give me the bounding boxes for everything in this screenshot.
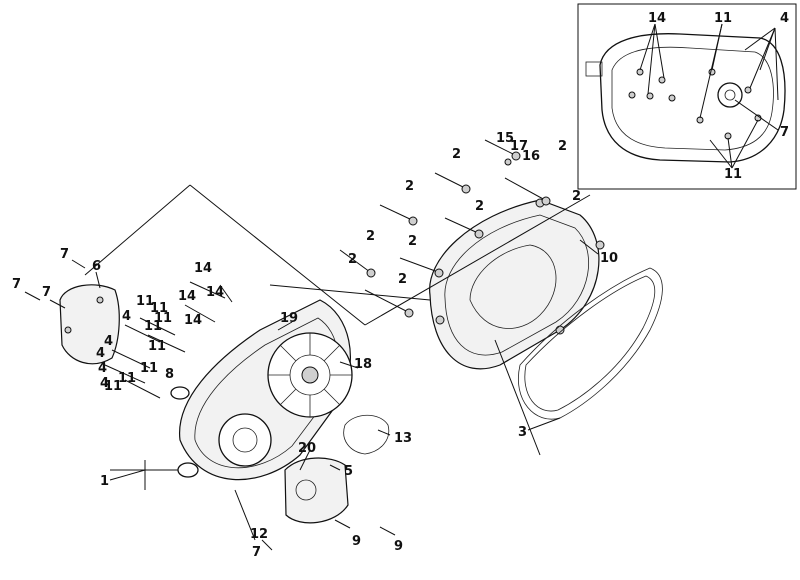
callout-2: 2 <box>558 139 567 154</box>
outer-cover <box>429 198 605 370</box>
callout-2: 2 <box>475 199 484 214</box>
callout-4: 4 <box>96 346 105 361</box>
inner-cover-assembly <box>177 299 353 481</box>
small-gasket <box>343 414 390 455</box>
cover-gasket <box>518 267 663 420</box>
cover-bolts <box>339 139 551 318</box>
small-cover <box>284 457 349 524</box>
callout-4: 4 <box>104 334 113 349</box>
callout-11: 11 <box>154 311 172 326</box>
callout-9: 9 <box>352 534 361 549</box>
callout-2: 2 <box>572 189 581 204</box>
callout-16: 16 <box>522 149 540 164</box>
callout-11: 11 <box>144 319 162 334</box>
callout-14: 14 <box>648 11 666 26</box>
callout-14: 14 <box>206 285 224 300</box>
left-bolts <box>24 259 396 551</box>
callout-11: 11 <box>140 361 158 376</box>
callout-11: 11 <box>136 294 154 309</box>
callout-2: 2 <box>408 234 417 249</box>
callout-2: 2 <box>452 147 461 162</box>
callout-7: 7 <box>60 247 69 262</box>
callout-11: 11 <box>118 371 136 386</box>
callout-8: 8 <box>165 367 174 382</box>
callout-14: 14 <box>194 261 212 276</box>
callout-13: 13 <box>394 431 412 446</box>
callout-11: 11 <box>148 339 166 354</box>
callout-2: 2 <box>405 179 414 194</box>
callout-14: 14 <box>178 289 196 304</box>
callout-7: 7 <box>12 277 21 292</box>
callout-1: 1 <box>100 474 109 489</box>
callout-5: 5 <box>344 464 353 479</box>
callout-3: 3 <box>518 425 527 440</box>
callout-17: 17 <box>510 139 528 154</box>
callout-14: 14 <box>184 313 202 328</box>
callout-2: 2 <box>348 252 357 267</box>
inset-hub <box>717 82 743 108</box>
callout-6: 6 <box>92 259 101 274</box>
callout-4: 4 <box>100 376 109 391</box>
callout-18: 18 <box>354 357 372 372</box>
callout-12: 12 <box>250 527 268 542</box>
callout-7: 7 <box>780 125 789 140</box>
callout-labels: 1 2 2 2 2 2 2 2 2 2 3 4 4 4 4 4 5 6 7 7 … <box>12 131 618 560</box>
callout-2: 2 <box>366 229 375 244</box>
callout-10: 10 <box>600 251 618 266</box>
callout-7: 7 <box>252 545 261 560</box>
inset-detail-view: 14 11 4 7 11 <box>577 3 797 190</box>
callout-15: 15 <box>496 131 514 146</box>
callout-leaders <box>95 239 599 481</box>
callout-19: 19 <box>280 311 298 326</box>
callout-11: 11 <box>724 167 742 182</box>
gear-housing <box>218 413 272 467</box>
callout-2: 2 <box>398 272 407 287</box>
callout-20: 20 <box>298 441 316 456</box>
callout-11: 11 <box>714 11 732 26</box>
callout-4: 4 <box>98 361 107 376</box>
callout-9: 9 <box>394 539 403 554</box>
seal-8 <box>170 386 190 400</box>
callout-11: 11 <box>104 379 122 394</box>
callout-4: 4 <box>122 309 131 324</box>
callout-4: 4 <box>780 11 789 26</box>
callout-11: 11 <box>150 301 168 316</box>
callout-7: 7 <box>42 285 51 300</box>
plate-6 <box>59 284 120 365</box>
fan-impeller <box>267 332 353 418</box>
